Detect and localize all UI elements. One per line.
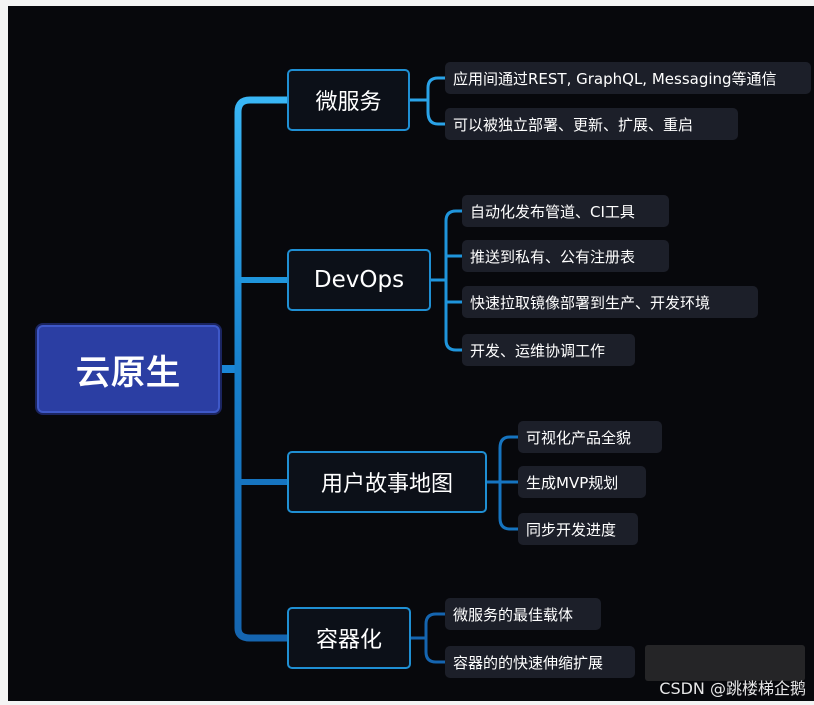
leaf-item: 微服务的最佳载体 (445, 598, 601, 630)
leaf-item: 可以被独立部署、更新、扩展、重启 (445, 108, 738, 140)
branch3-leaf-link (487, 435, 518, 531)
branch1-leaf-link (410, 76, 445, 126)
watermark-text: CSDN @跳楼梯企鹅 (659, 679, 806, 698)
leaf-item: 可视化产品全貌 (518, 421, 662, 453)
leaf-item: 同步开发进度 (518, 513, 638, 545)
leaf-item: 推送到私有、公有注册表 (462, 240, 669, 272)
leaf-item: 开发、运维协调工作 (462, 334, 635, 366)
branch-node-microservices: 微服务 (287, 69, 410, 131)
leaf-item: 应用间通过REST, GraphQL, Messaging等通信 (445, 62, 811, 94)
branch-node-containerization: 容器化 (287, 607, 411, 669)
branch-node-devops: DevOps (287, 249, 431, 311)
root-node: 云原生 (37, 325, 220, 413)
leaf-item: 快速拉取镜像部署到生产、开发环境 (462, 286, 758, 318)
branch2-leaf-link (431, 209, 462, 352)
leaf-item: 容器的的快速伸缩扩展 (445, 646, 635, 678)
blurred-region (645, 645, 805, 681)
leaf-item: 生成MVP规划 (518, 466, 646, 498)
main-trunk (234, 96, 287, 642)
branch4-leaf-link (411, 612, 445, 664)
branch-node-user-story-map: 用户故事地图 (287, 451, 487, 513)
leaf-item: 自动化发布管道、CI工具 (462, 195, 669, 227)
